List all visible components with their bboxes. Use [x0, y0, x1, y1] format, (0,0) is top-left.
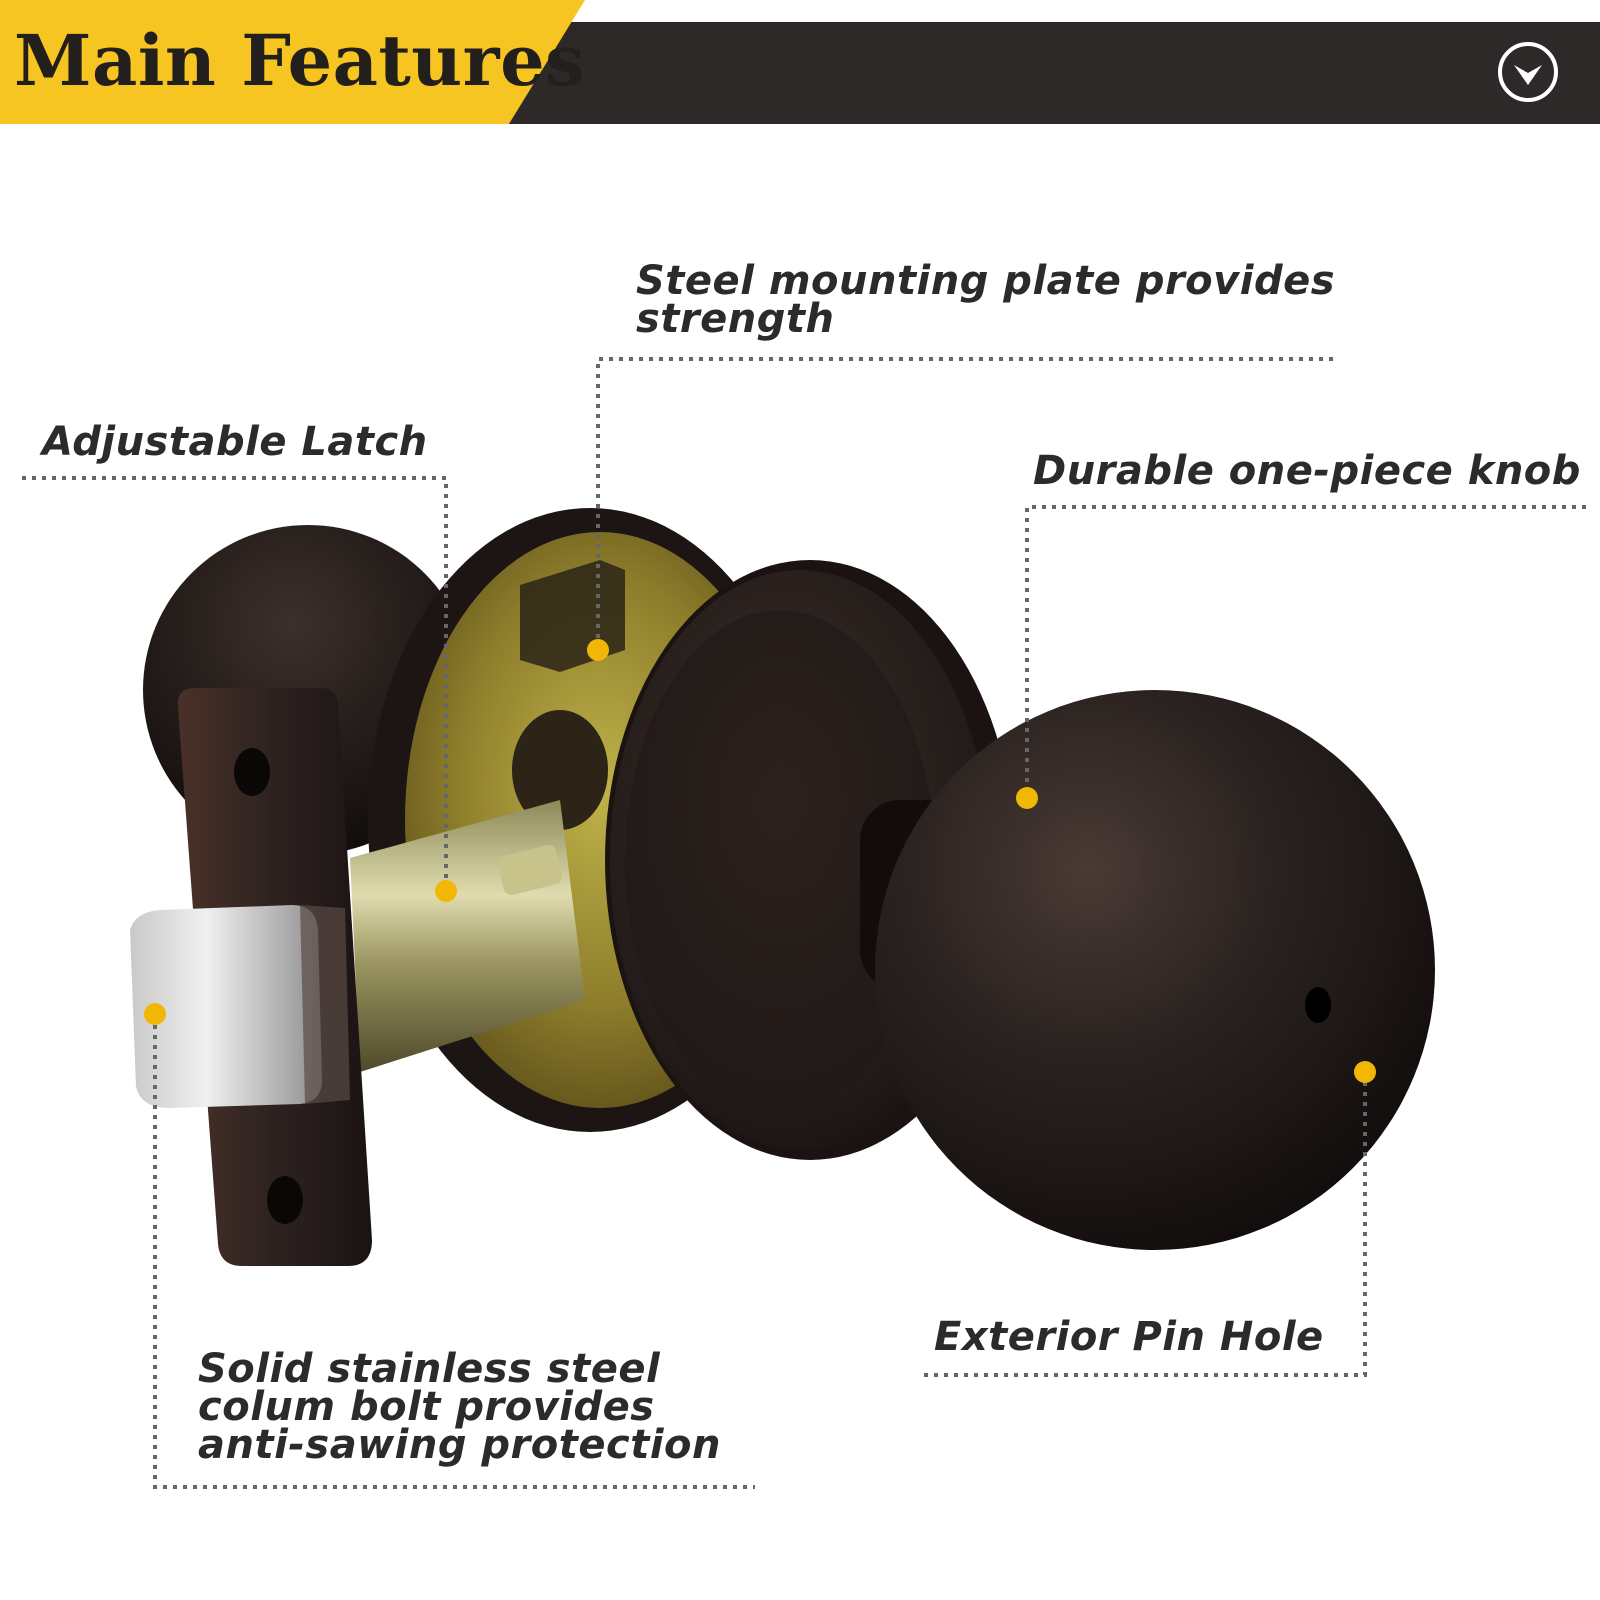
callout-mounting-plate: Steel mounting plate provides strength	[636, 258, 1336, 342]
callout-pin-hole: Exterior Pin Hole	[934, 1314, 1324, 1360]
callout-column-bolt: Solid stainless steel colum bolt provide…	[198, 1346, 721, 1468]
callout-one-piece-knob: Durable one-piece knob	[1033, 448, 1581, 494]
chevron-down-circle-icon[interactable]	[1497, 41, 1559, 103]
header-banner: Main Features	[0, 0, 1600, 124]
page-title: Main Features	[14, 19, 586, 102]
callout-adjustable-latch: Adjustable Latch	[42, 419, 428, 465]
header-title-tab	[0, 0, 585, 124]
